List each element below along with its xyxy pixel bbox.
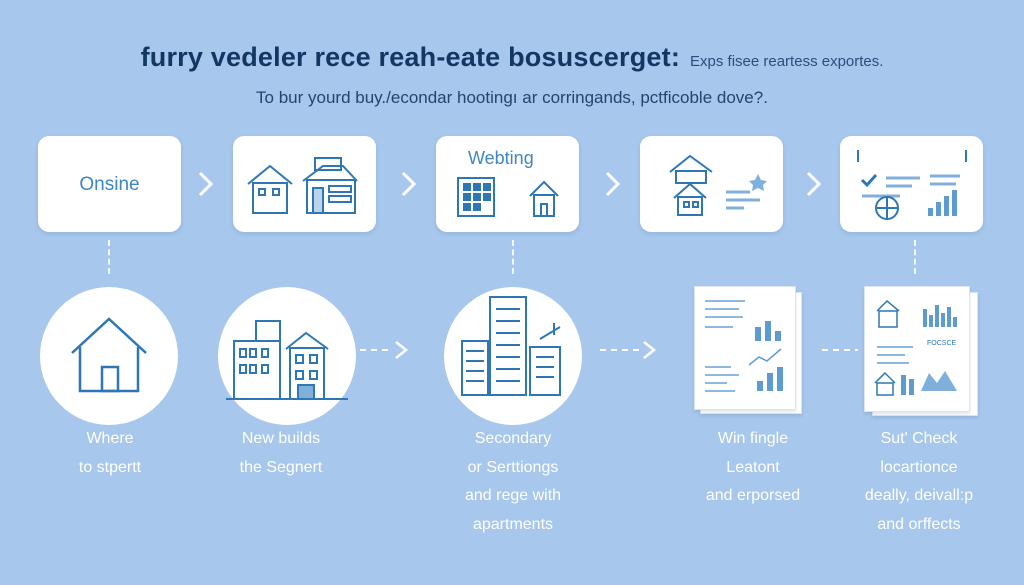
dashed-arrow-icon bbox=[360, 341, 409, 359]
dashed-arrow-icon bbox=[822, 349, 858, 351]
chevron-right-icon bbox=[806, 171, 822, 197]
page-subtitle: To bur yourd buy./econdar hootingı ar co… bbox=[256, 88, 768, 107]
report-chart-icon bbox=[705, 300, 783, 392]
townhouses-icon bbox=[226, 320, 348, 400]
apartments-illustration bbox=[444, 287, 582, 425]
checklist-chart-icon bbox=[857, 150, 967, 220]
step-caption-3: Secondary or Serttiongs and rege with ap… bbox=[464, 430, 562, 533]
dashed-arrow-icon bbox=[600, 341, 657, 359]
new-builds-illustration bbox=[218, 287, 356, 425]
report-document bbox=[694, 286, 796, 410]
step-card-online: Onsine bbox=[38, 136, 181, 232]
house-icon bbox=[71, 317, 147, 393]
card-label-webting: Webting bbox=[468, 148, 534, 168]
chevron-right-icon bbox=[401, 171, 417, 197]
step-caption-4: Win fingle Leatont and erporsed bbox=[705, 430, 801, 504]
apartment-towers-icon bbox=[461, 296, 561, 396]
doc-label: FOCSCE bbox=[927, 340, 957, 347]
house-illustration bbox=[40, 287, 178, 425]
chevron-right-icon bbox=[605, 171, 621, 197]
page-title: furry vedeler rece reah-eate bosuscerget… bbox=[140, 42, 681, 72]
step-caption-5: Sut' Check locartionce deally, deivall:p… bbox=[864, 430, 974, 533]
connector-line bbox=[512, 240, 514, 274]
chevron-right-icon bbox=[198, 171, 214, 197]
step-card-webting: Webting bbox=[436, 136, 579, 232]
step-caption-2: New builds the Segnert bbox=[239, 430, 323, 476]
location-report-document: FOCSCE bbox=[864, 286, 970, 412]
connector-line bbox=[914, 240, 916, 274]
buildings-icon bbox=[457, 177, 559, 217]
house-listing-icon bbox=[669, 154, 767, 216]
step-card-single-house bbox=[640, 136, 783, 232]
step-caption-1: Where to stpertt bbox=[78, 430, 142, 476]
step-card-checklist bbox=[840, 136, 983, 232]
title-note: Exps fisee reartess exportes. bbox=[690, 53, 884, 70]
houses-icon bbox=[247, 157, 358, 214]
location-report-icon: FOCSCE bbox=[874, 299, 957, 396]
step-card-houses bbox=[233, 136, 376, 232]
card-label-online: Onsine bbox=[79, 174, 140, 195]
connector-line bbox=[108, 240, 110, 274]
header: furry vedeler rece reah-eate bosuscerget… bbox=[0, 42, 1024, 73]
